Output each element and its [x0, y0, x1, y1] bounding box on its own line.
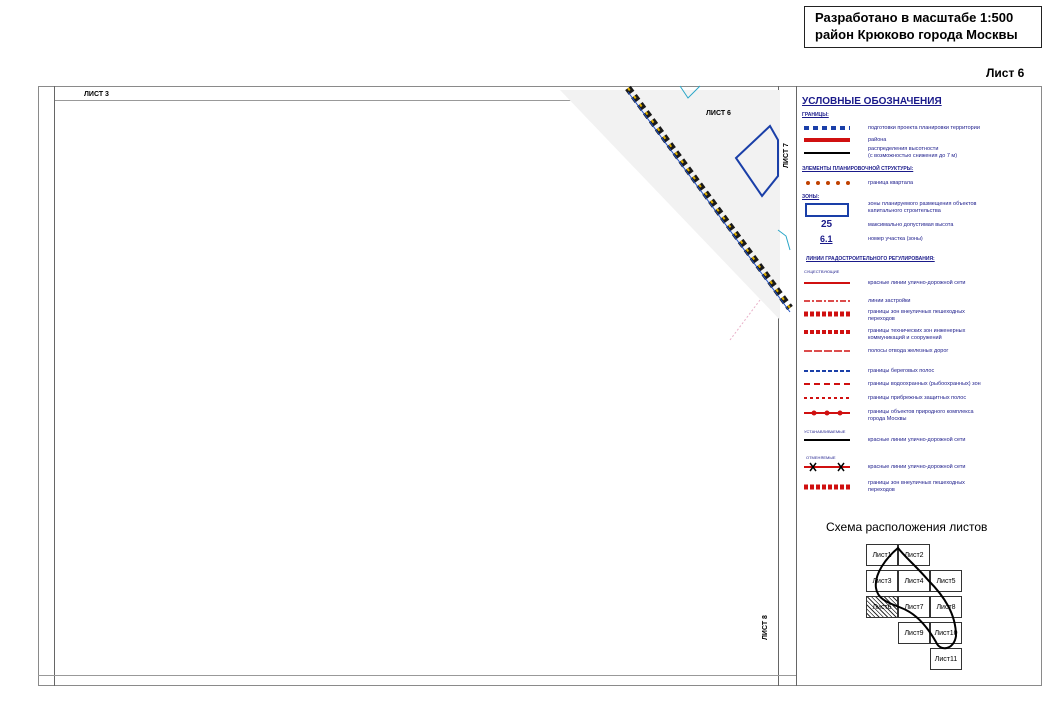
legend-text-height: распределения высотности	[868, 146, 939, 152]
legend-section-planning: ЭЛЕМЕНТЫ ПЛАНИРОВОЧНОЙ СТРУКТУРЫ:	[802, 166, 914, 172]
cyan-road-edge	[679, 85, 701, 99]
sheet-label-7-vertical: ЛИСТ 7	[783, 143, 790, 168]
legend-text-nature-2: города Москвы	[868, 416, 907, 422]
legend-plot-number-value: 6.1	[820, 234, 833, 244]
planning-boundary-line	[625, 85, 793, 311]
sheet-layout-scheme: Лист1 Лист2 Лист3 Лист4 Лист5 Лист6 Лист…	[836, 544, 976, 674]
legend-text-coastal: границы береговых полос	[868, 368, 935, 374]
symbol-cancel-crosses	[809, 462, 845, 472]
sheet-border-top	[54, 100, 778, 101]
legend-text-railway: полосы отвода железных дорог	[868, 348, 949, 354]
sheet-label-3: ЛИСТ 3	[84, 91, 109, 98]
legend-text-red-cancelled: красные линии улично-дорожной сети	[868, 464, 966, 470]
legend-tag-cancelled: ОТМЕНЯЕМЫЕ	[806, 455, 836, 460]
legend-text-planning: подготовки проекта планировки территории	[868, 125, 980, 131]
cyan-contour	[777, 229, 791, 251]
legend-symbols	[804, 126, 850, 490]
legend-section-boundaries: ГРАНИЦЫ:	[802, 112, 829, 118]
legend-text-riverside: границы прибрежных защитных полос	[868, 395, 967, 401]
sheet-border-right	[778, 86, 779, 686]
district-text: район Крюково города Москвы	[815, 27, 1018, 42]
scheme-territory-outline	[874, 546, 958, 650]
legend-text-offstreet-cancelled-2: переходов	[868, 487, 895, 493]
legend-text-offstreet-2: переходов	[868, 316, 895, 322]
legend-section-regulation: ЛИНИИ ГРАДОСТРОИТЕЛЬНОГО РЕГУЛИРОВАНИЯ:	[806, 256, 935, 262]
sheet-label-6: ЛИСТ 6	[706, 110, 731, 117]
legend-title: УСЛОВНЫЕ ОБОЗНАЧЕНИЯ	[802, 96, 942, 107]
sheet-label-8-vertical: ЛИСТ 8	[762, 615, 769, 640]
legend-text-technical-2: коммуникаций и сооружений	[868, 335, 942, 341]
legend-text-building-line: линии застройки	[868, 298, 911, 304]
legend-tag-existing: СУЩЕСТВУЮЩИЕ	[804, 269, 840, 274]
blue-boundary-line	[627, 91, 791, 313]
title-block: Разработано в масштабе 1:500 район Крюко…	[804, 6, 1042, 48]
legend-text-plot-number: номер участка (зоны)	[868, 236, 923, 242]
legend-text-offstreet-cancelled: границы зон внеуличных пешеходных	[868, 480, 965, 486]
symbol-zone-rect	[805, 203, 849, 217]
scheme-sheet-3: Лист3	[866, 570, 898, 592]
legend-text-nature: границы объектов природного комплекса	[868, 409, 974, 415]
legend-text-district: района	[868, 137, 887, 143]
legend-text-technical: границы технических зон инженерных	[868, 328, 966, 334]
sheet-number: Лист 6	[986, 66, 1025, 80]
symbol-quarter-dots	[806, 181, 850, 185]
legend-tag-established: УСТАНАВЛИВАЕМЫЕ	[804, 429, 846, 434]
scheme-sheet-6-current: Лист6	[866, 596, 898, 618]
faint-pink-mark	[729, 299, 761, 341]
legend-text-quarter: граница квартала	[868, 180, 914, 186]
legend-text-height-2: (с возможностью снижения до 7 м)	[868, 153, 958, 159]
legend-text-zone-2: капитального строительства	[868, 208, 941, 214]
legend-section-zones: ЗОНЫ:	[802, 194, 820, 200]
sheet-border-left	[54, 86, 55, 686]
planned-zone-outline	[734, 124, 779, 198]
legend-text-red-lines: красные линии улично-дорожной сети	[868, 280, 966, 286]
scheme-sheet-8: Лист8	[930, 596, 962, 618]
legend-divider	[796, 86, 797, 686]
sheet-border-bottom	[38, 675, 796, 676]
legend-text-offstreet: границы зон внеуличных пешеходных	[868, 309, 965, 315]
map-shaded-area	[560, 90, 780, 320]
legend-text-max-height: максимально допустимая высота	[868, 222, 954, 228]
legend-text-zone: зоны планируемого размещения объектов	[868, 201, 977, 207]
scheme-title: Схема расположения листов	[826, 520, 988, 534]
legend-text-water: границы водоохранных (рыбоохранных) зон	[868, 381, 981, 387]
legend-max-height-value: 25	[821, 219, 833, 230]
legend-text-red-established: красные линии улично-дорожной сети	[868, 437, 966, 443]
scheme-sheet-5: Лист5	[930, 570, 962, 592]
symbol-nature-markers	[811, 410, 843, 416]
drawing-frame	[38, 86, 1042, 686]
scale-text: Разработано в масштабе 1:500	[815, 10, 1014, 25]
